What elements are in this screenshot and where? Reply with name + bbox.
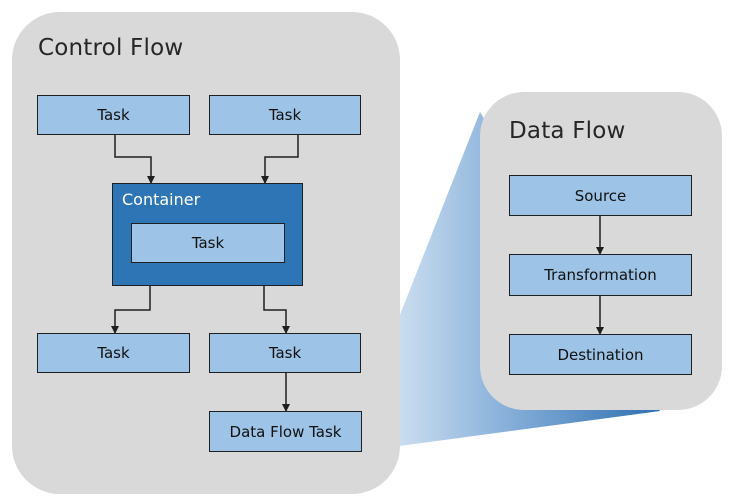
container-label: Container <box>122 190 201 209</box>
control-flow-title: Control Flow <box>38 35 184 61</box>
transformation-node[interactable]: Transformation <box>509 254 692 296</box>
destination-node[interactable]: Destination <box>509 334 692 375</box>
connector-task2-container <box>261 135 299 184</box>
task-node[interactable]: Task <box>209 333 361 373</box>
source-node[interactable]: Source <box>509 175 692 216</box>
data-flow-task-node[interactable]: Data Flow Task <box>209 411 362 452</box>
connector-task1-container <box>114 135 155 184</box>
container-inner-task-node[interactable]: Task <box>131 223 285 263</box>
data-flow-title: Data Flow <box>509 118 626 144</box>
task-node[interactable]: Task <box>209 95 361 135</box>
connector-container-task4 <box>263 286 290 334</box>
connector-container-task3 <box>111 286 151 334</box>
task-node[interactable]: Task <box>37 95 190 135</box>
task-node[interactable]: Task <box>37 333 190 373</box>
